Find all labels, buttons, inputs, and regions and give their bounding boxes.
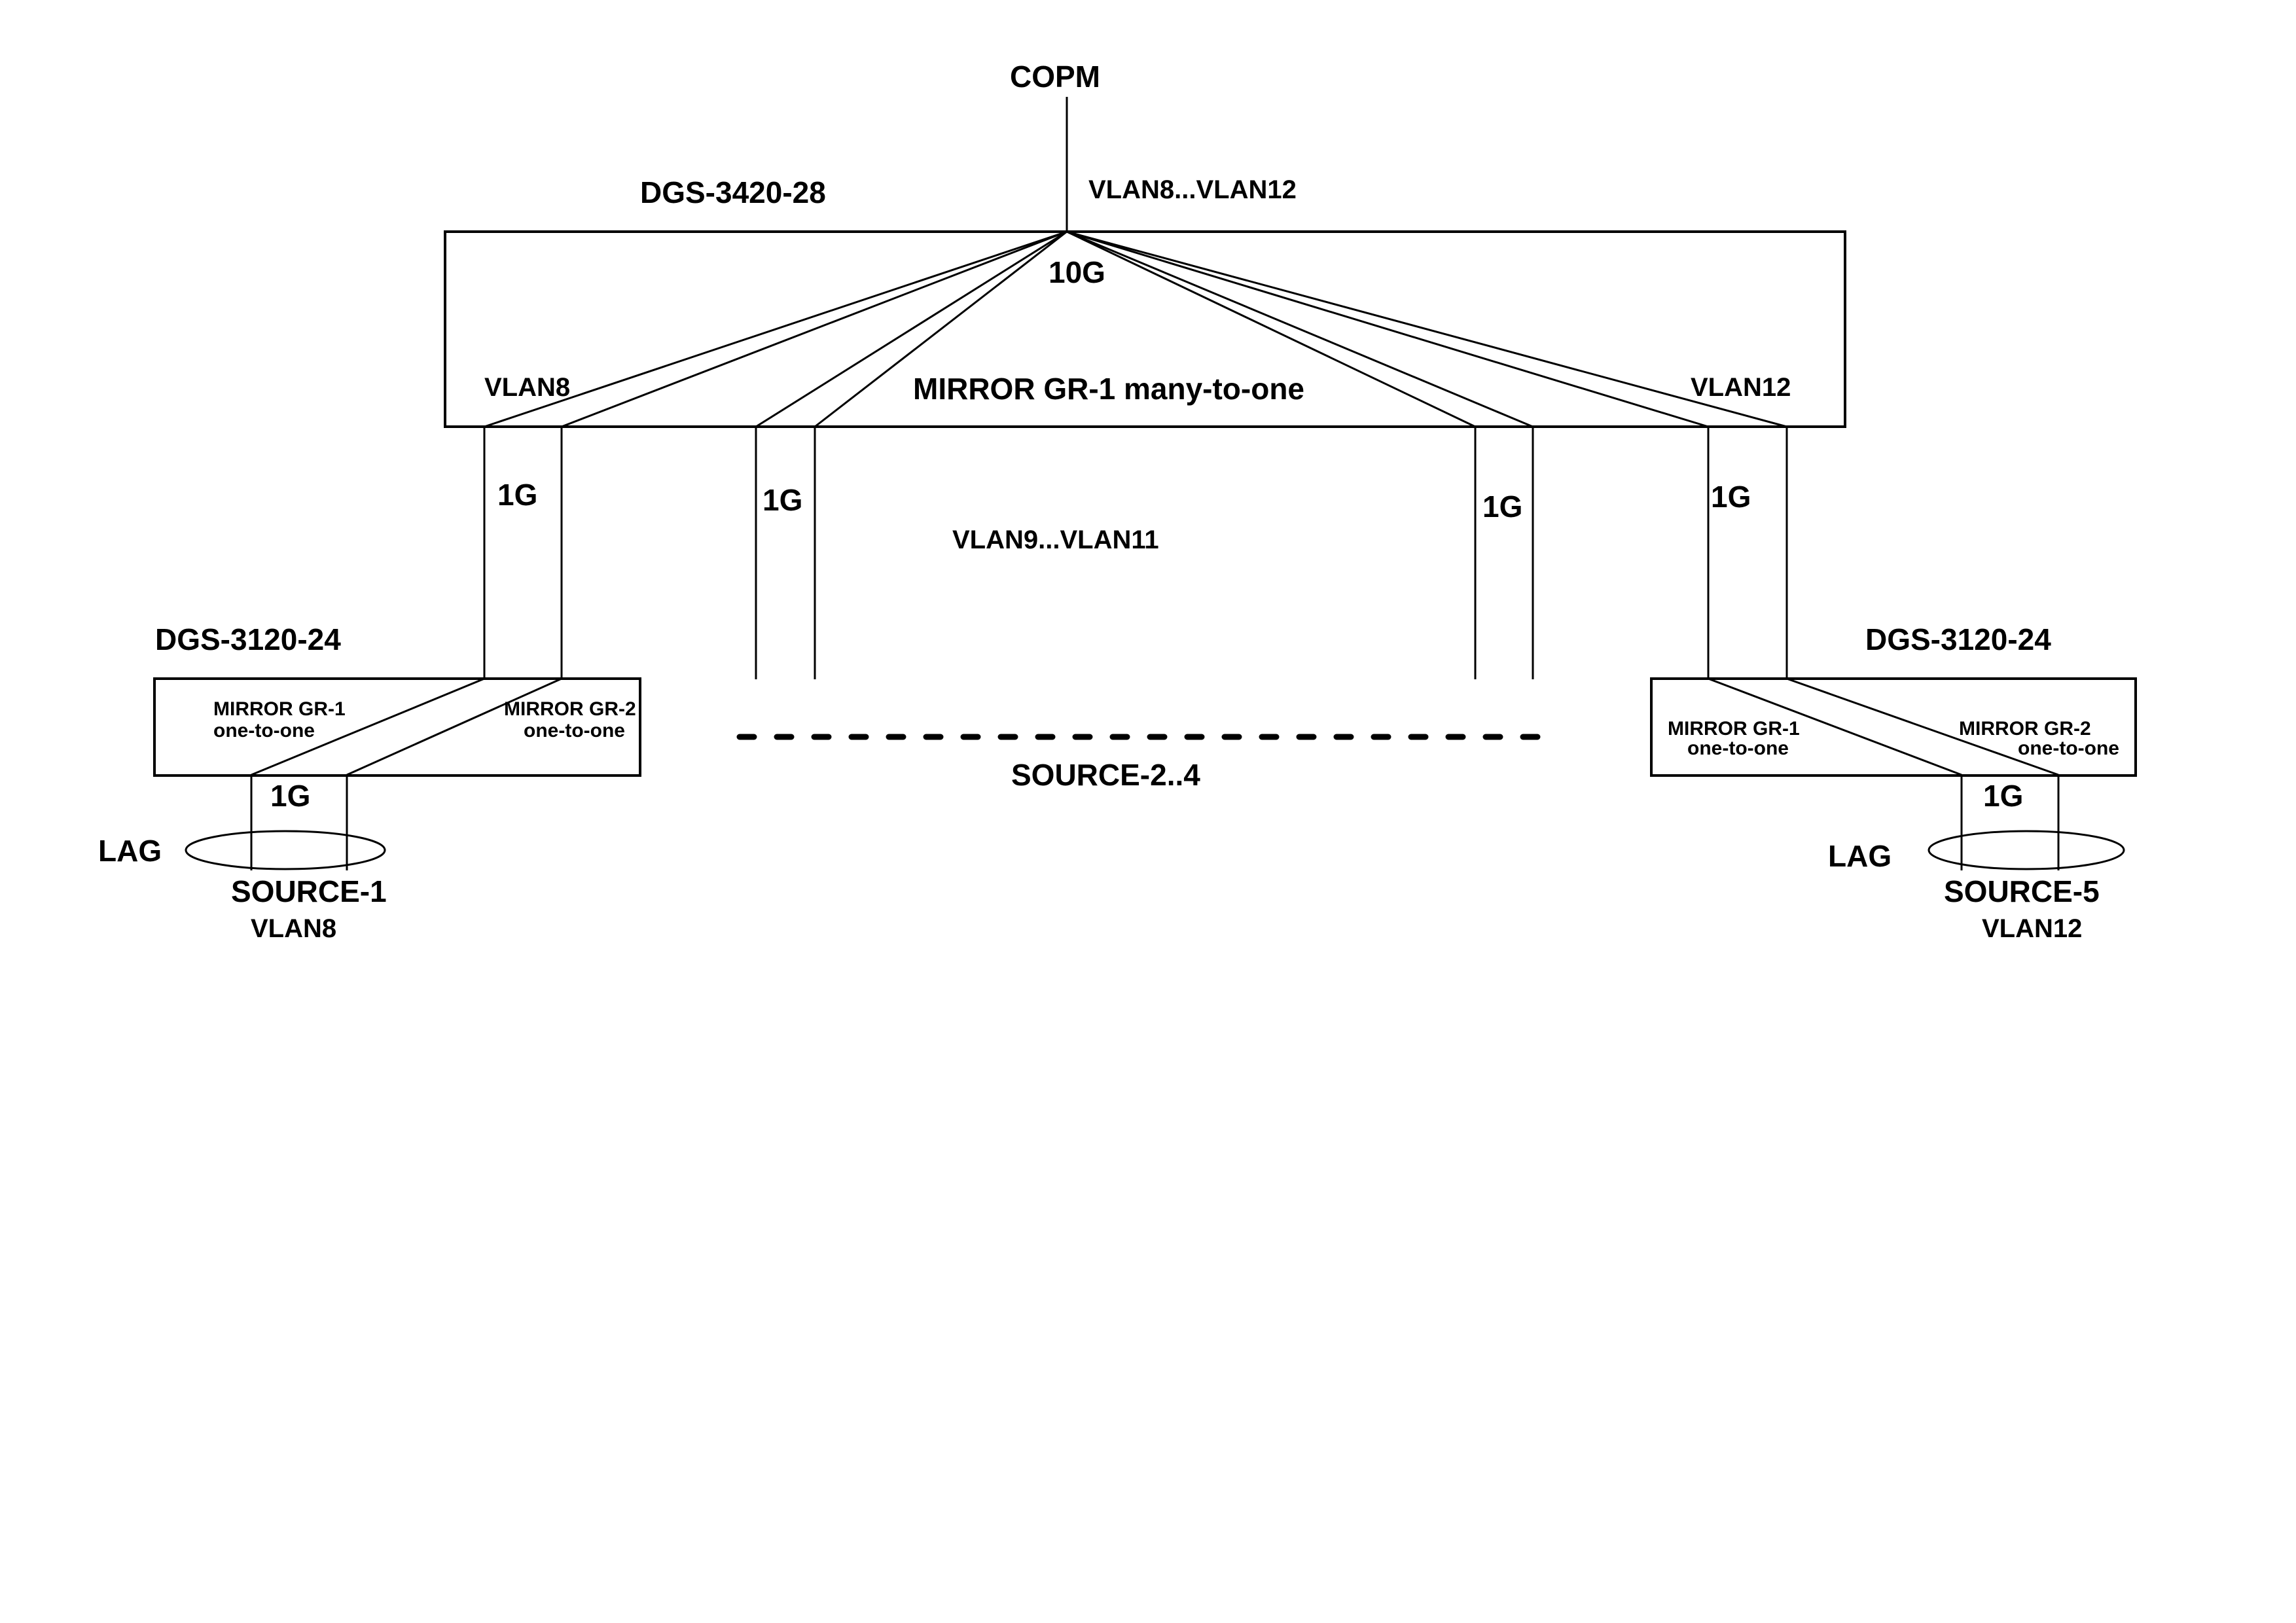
mirror-group2-name: MIRROR GR-2 [1959, 718, 2091, 740]
uplink-label: COPM [1010, 60, 1100, 94]
core-mirror-label: MIRROR GR-1 many-to-one [913, 372, 1304, 406]
trunk-link-middle-right: 1G [1474, 427, 1534, 679]
access-switch-model: DGS-3120-24 [155, 622, 341, 656]
downlink-speed-label: 1G [1983, 779, 2023, 813]
lag-label: LAG [1828, 839, 1892, 873]
trunk-speed-label: 1G [1482, 490, 1522, 524]
fanout-line [814, 230, 1067, 428]
trunk-speed-label: 1G [762, 483, 802, 517]
access-switch-box [153, 677, 641, 777]
trunk-link-middle-left: 1G [755, 427, 816, 679]
source-vlan-label: VLAN8 [251, 914, 336, 943]
lag-ellipse [1928, 830, 2125, 870]
trunk-speed-label: 1G [497, 478, 537, 512]
fanout-line [1066, 230, 1534, 428]
mirror-group1-name: MIRROR GR-1 [213, 698, 346, 720]
lag-label: LAG [98, 834, 162, 868]
middle-sources-label: SOURCE-2..4 [1011, 758, 1200, 792]
source-label: SOURCE-5 [1944, 874, 2100, 908]
core-right-vlan-label: VLAN12 [1691, 373, 1791, 402]
fanout-line [1066, 230, 1476, 428]
access-switch-model: DGS-3120-24 [1865, 622, 2051, 656]
mirror-group2-name: MIRROR GR-2 [504, 698, 636, 720]
mirror-group1-mode: one-to-one [1687, 738, 1789, 759]
access-switch-right: DGS-3120-24 MIRROR GR-1 one-to-one MIRRO… [1650, 622, 2137, 943]
lag-ellipse [185, 830, 386, 870]
uplink-vlan-label: VLAN8...VLAN12 [1088, 175, 1297, 204]
fanout-line [561, 230, 1067, 428]
downlink-speed-label: 1G [270, 779, 310, 813]
mirror-group2-mode: one-to-one [524, 720, 625, 741]
fanout-line [1066, 230, 1787, 428]
fanout-line [755, 230, 1067, 428]
fanout-line [484, 230, 1067, 428]
source-label: SOURCE-1 [231, 874, 387, 908]
trunk-link-left: 1G [483, 427, 563, 679]
trunk-link-right: 1G [1707, 427, 1788, 679]
fanout-lines [484, 230, 1787, 428]
access-switch-left: DGS-3120-24 MIRROR GR-1 one-to-one MIRRO… [98, 622, 641, 943]
mirror-group2-mode: one-to-one [2018, 738, 2119, 759]
middle-vlan-label: VLAN9...VLAN11 [952, 526, 1159, 554]
mirror-group1-mode: one-to-one [213, 720, 315, 741]
source-vlan-label: VLAN12 [1982, 914, 2082, 943]
core-left-vlan-label: VLAN8 [484, 373, 570, 402]
core-switch-box [444, 230, 1846, 428]
access-switch-box [1650, 677, 2137, 777]
core-switch-model: DGS-3420-28 [640, 175, 826, 209]
fanout-line [1066, 230, 1709, 428]
mirror-group1-name: MIRROR GR-1 [1668, 718, 1800, 740]
trunk-speed-label: 1G [1711, 480, 1751, 514]
uplink-speed-label: 10G [1049, 255, 1105, 289]
